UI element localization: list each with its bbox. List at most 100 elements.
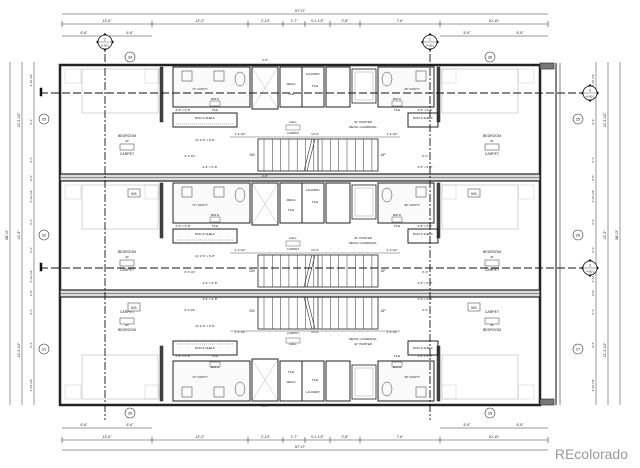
unit-2-window-tag-right-label: W1 [471, 191, 478, 196]
right-overall-depth: 38'-0" [614, 229, 619, 240]
unit-3-window-tag-left [127, 302, 141, 312]
unit-2-nightstand-left [64, 184, 82, 200]
unit-3-closet-right-dim: 3'-3" [422, 308, 428, 312]
unit-2-linen [325, 182, 351, 224]
unit-1-bedroom-left-tag [119, 143, 135, 151]
unit-3-guardrail-label-2: METAL GUARDRAIL [349, 337, 377, 341]
unit-3-stair-break [306, 296, 316, 330]
right-part-bottom: 4'-10 1/2" [591, 379, 595, 392]
top-sub-right-1: 5'-5" [464, 31, 472, 35]
left-part-top: 4'-4" [29, 119, 33, 125]
unit-2-mech-label: MECH [287, 198, 296, 202]
unit-1-bedroom-right-number: #1 [490, 139, 494, 143]
unit-3-toilet-right [381, 381, 393, 397]
unit-3-side-tag-right: 27 [576, 347, 581, 352]
left-party-wall-dim: 2'-5" [29, 175, 33, 181]
unit-1-closet-left [172, 112, 238, 128]
unit-2-closet-right-dim: 3'-3" [422, 270, 428, 274]
top-segment-label: 1'-7" [291, 19, 299, 23]
unit-2-nightstand-right [441, 184, 457, 200]
unit-2-bedroom-left-number: #2 [125, 255, 129, 259]
unit-2-window-tag-left-label: W1 [131, 191, 138, 196]
unit-2-bed-left [81, 184, 159, 230]
unit-3-bedroom-right-number: #1 [490, 323, 494, 327]
right-unit-depth-bottom: 12'-3 1/2" [603, 342, 607, 358]
unit-1-sink [213, 70, 225, 82]
unit-2-door-right: 2'-6" x 6'-8" [417, 281, 432, 285]
unit-3-side-tag-left: 31 [42, 347, 47, 352]
unit-1-rod-shelf-left: ROD & SHELF [195, 116, 215, 120]
unit-1-bath-left-tag [209, 100, 221, 107]
left-unit-depth-mid: 12'-3" [17, 230, 21, 240]
unit-2-guardrail-label-1: 42" PAINTED [354, 236, 373, 240]
unit-3-hall-dim: 13'-9" [311, 330, 319, 334]
unit-3-stair-break [303, 296, 313, 330]
unit-3-nightstand-right [517, 384, 535, 400]
top-segment-label: 12'-2" [196, 19, 206, 23]
unit-1-stair-break [303, 138, 313, 172]
unit-1-bath-right [377, 66, 435, 108]
unit-2-rod-shelf-left: ROD & SHELF [195, 232, 215, 236]
unit-3-tub [351, 364, 377, 400]
unit-2-stair-dn: DN [249, 269, 255, 273]
top-segment-label: 10'-10" [489, 19, 501, 23]
unit-1-door-bath-right: 2'-8" x 6'-8" [417, 108, 432, 112]
section-marker-3-number: 3 [589, 89, 591, 93]
exterior-wall [58, 63, 542, 407]
unit-1-rod-shelf-right: ROD & SHELF [413, 116, 433, 120]
unit-3-bath-left-floor: TILE [212, 354, 218, 358]
right-party-wall-dim: 2'-5" [591, 290, 595, 296]
unit-3-hall-floor: CARPET [287, 331, 299, 335]
left-part-top: 4'-10 1/2" [29, 74, 33, 87]
unit-3-door-bath-right: 2'-8" x 6'-8" [417, 354, 432, 358]
unit-2-bath-right-floor: TILE [394, 224, 400, 228]
unit-2-bath-right-tag [391, 216, 403, 223]
unit-3-stair-dn: DN [249, 309, 255, 313]
unit-1-bedroom-right-label: BEDROOM [483, 134, 501, 138]
unit-1-bedroom-left-floor: CARPET [120, 152, 135, 156]
unit-2-shower-dim: 2'-8" [262, 174, 268, 178]
bottom-overall-width: 57'-0" [295, 444, 306, 449]
unit-3-sink [213, 386, 225, 398]
unit-3-bath-right-floor: TILE [394, 354, 400, 358]
unit-3-mech-floor: TILE [288, 370, 294, 374]
bottom-sub-left-2: 6'-6" [127, 423, 135, 427]
top-segment-label: 7'-6" [397, 19, 405, 23]
unit-1-bath-right-label: BATH [393, 97, 401, 101]
unit-2-laundry-floor: TILE [312, 200, 318, 204]
unit-1-door-left: 2'-6" x 6'-8" [202, 165, 217, 169]
unit-2-sink [181, 186, 193, 198]
unit-2-door-bath-left: 2'-8" x 6'-8" [175, 224, 190, 228]
left-part-mid: 3'-3" [29, 247, 33, 253]
bottom-segment-label: 1'-7" [291, 435, 299, 439]
right-part-bottom: 4'-4" [591, 342, 595, 348]
unit-1-bed-left [81, 68, 159, 114]
left-part-bottom: 4'-10 1/2" [29, 379, 33, 392]
unit-1-room-tag-left: 34 [128, 55, 133, 60]
unit-3-stair-up: UP [381, 309, 387, 313]
unit-2-mech [279, 182, 303, 224]
top-overall-width: 57'-0" [295, 8, 306, 13]
unit-3-window-tag-right-label: W1 [471, 305, 478, 310]
section-end [39, 262, 43, 272]
unit-3-bed-right [441, 354, 519, 400]
unit-1-door-right: 2'-6" x 6'-8" [417, 165, 432, 169]
unit-2-stair-break [306, 254, 316, 288]
unit-3-hall-dim-right: 2'-6 1/2" [387, 330, 398, 334]
unit-1-closet-right [407, 112, 439, 128]
top-sub-left-2: 6'-6" [127, 31, 135, 35]
unit-1-door-closet-left: (2) 2'-6" x 6'-8" [195, 138, 215, 142]
section-marker-3b-sheet: A-601 [586, 270, 594, 274]
unit-3-tub-inner [354, 367, 374, 397]
unit-1-bedroom-left-wall [159, 66, 164, 123]
unit-3-door-closet-left: (2) 2'-6" x 6'-8" [195, 324, 215, 328]
unit-3-bath-left [172, 360, 251, 402]
unit-2-bed-right [441, 184, 519, 230]
unit-1-stair-break [306, 138, 316, 172]
unit-1-room-tag-right-circle [484, 51, 496, 63]
unit-2-rod-shelf-right: ROD & SHELF [413, 232, 433, 236]
unit-2-tub-inner [354, 187, 374, 217]
unit-1-tub [351, 68, 377, 104]
unit-1-bath-right-tag [391, 100, 403, 107]
